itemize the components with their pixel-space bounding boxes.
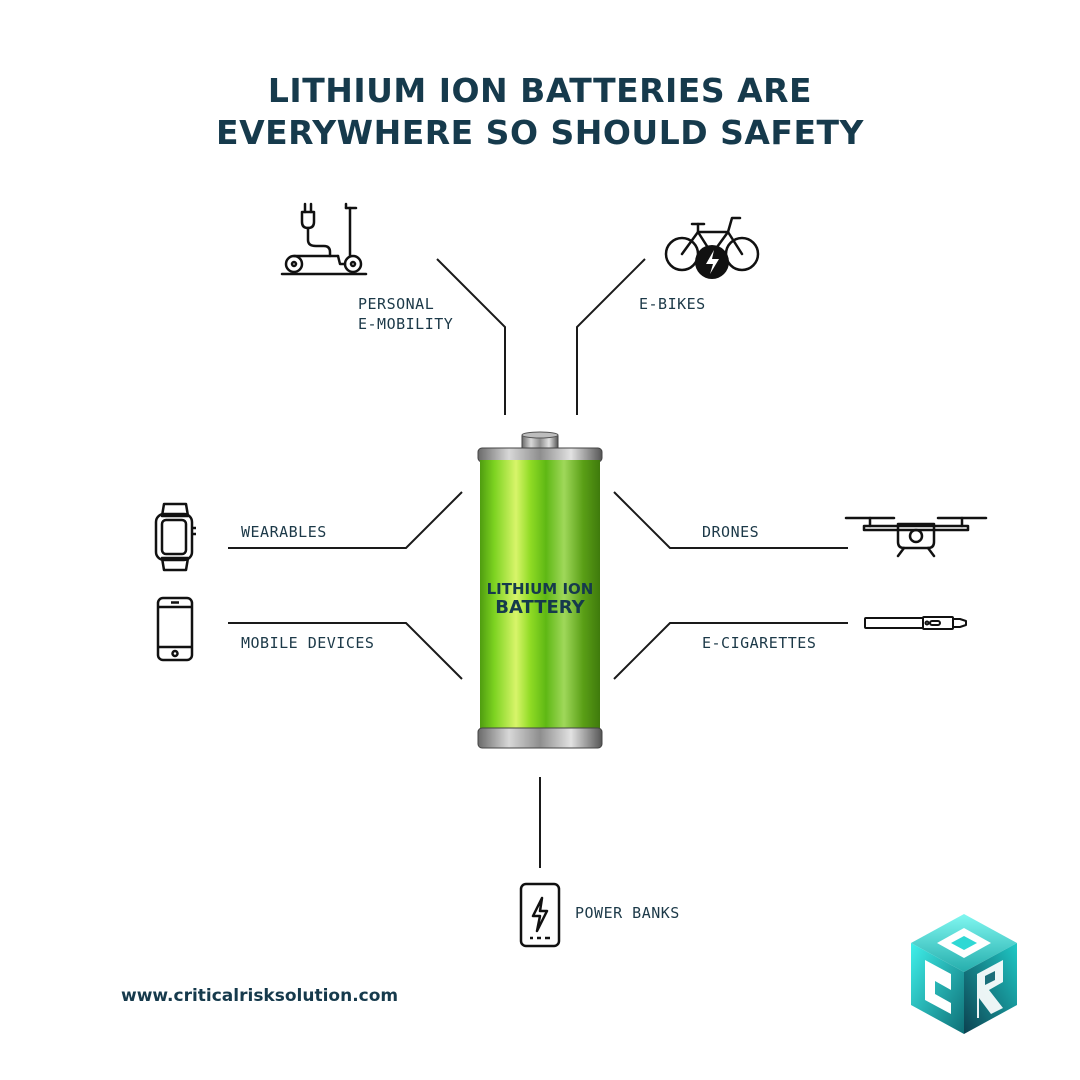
electric-bike-icon — [664, 216, 760, 279]
title-line-2: EVERYWHERE SO SHOULD SAFETY — [216, 113, 864, 152]
connector-ebikes — [576, 258, 646, 415]
website-url[interactable]: www.criticalrisksolution.com — [121, 986, 399, 1006]
battery-label-line-1: LITHIUM ION — [487, 580, 594, 598]
e-cigarette-icon — [864, 616, 967, 630]
label-power-banks: POWER BANKS — [575, 904, 680, 922]
label-mobile-devices: MOBILE DEVICES — [241, 634, 375, 652]
label-wearables: WEARABLES — [241, 523, 327, 541]
connector-wearables — [228, 491, 463, 549]
title-line-1: LITHIUM ION BATTERIES ARE — [267, 71, 813, 110]
connector-ecigarettes — [613, 622, 848, 680]
label-personal-mobility-line-2: E-MOBILITY — [358, 315, 454, 333]
smartphone-icon — [156, 596, 194, 662]
connector-mobile-devices — [228, 622, 463, 680]
label-personal-mobility: PERSONAL E-MOBILITY — [358, 294, 453, 334]
connector-personal-mobility — [436, 258, 506, 415]
label-ecigarettes: E-CIGARETTES — [702, 634, 817, 652]
electric-scooter-icon — [280, 202, 368, 276]
drone-icon — [844, 516, 988, 558]
battery-label-line-2: BATTERY — [495, 597, 585, 618]
label-drones: DRONES — [702, 523, 760, 541]
label-personal-mobility-line-1: PERSONAL — [358, 295, 435, 313]
label-ebikes: E-BIKES — [639, 295, 706, 313]
company-logo-icon — [911, 914, 1017, 1034]
smartwatch-icon — [154, 502, 196, 572]
connector-drones — [613, 491, 848, 549]
page-title: LITHIUM ION BATTERIES ARE EVERYWHERE SO … — [0, 70, 1080, 154]
battery-illustration: LITHIUM ION BATTERY — [477, 431, 603, 749]
power-bank-icon — [519, 882, 561, 948]
